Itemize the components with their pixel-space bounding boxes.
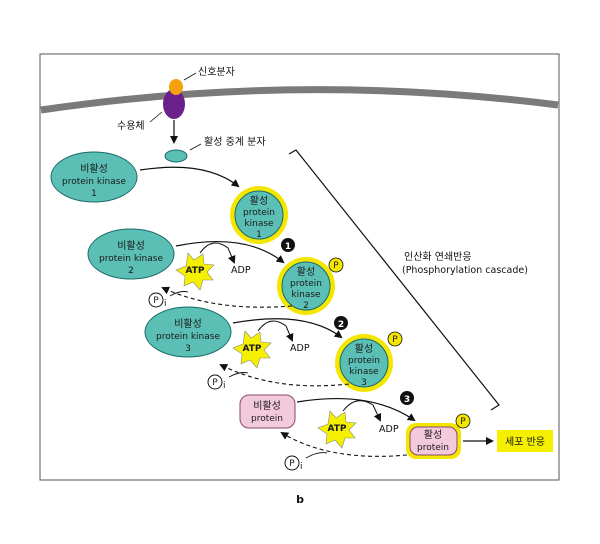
signal-label-leader — [183, 72, 197, 81]
phosphate-tag-protein-label: P — [460, 417, 466, 427]
active-pk3-line4: 3 — [361, 378, 367, 388]
inactive-pk2-line2: protein kinase — [99, 254, 163, 264]
pi-badge-2 — [207, 374, 223, 390]
step-1-badge — [281, 238, 295, 252]
active-pk1-line2: protein — [243, 208, 275, 218]
active-pk2-line2: protein — [290, 279, 322, 289]
adp-label-3: ADP — [379, 424, 399, 435]
activation-arrow-2 — [175, 241, 285, 264]
cascade-title-en: (Phosphorylation cascade) — [402, 265, 528, 276]
inactive-pk2-line1: 비활성 — [117, 239, 145, 252]
inactive-pk3-line1: 비활성 — [174, 317, 202, 330]
receptor-label-leader — [149, 111, 163, 123]
inactive-protein-kinase-1 — [50, 151, 138, 203]
active-pk1-line4: 1 — [256, 230, 262, 240]
pi-badge-3 — [284, 455, 300, 471]
step-3-number: 3 — [404, 395, 410, 405]
inactive-pk1-line2: protein kinase — [62, 177, 126, 187]
inactive-protein-kinase-3 — [144, 306, 232, 358]
atp-burst-2 — [232, 330, 272, 369]
receptor — [163, 89, 185, 119]
inactive-pk3-line3: 3 — [185, 344, 191, 354]
active-pk2-line3: kinase — [291, 290, 321, 300]
inactive-protein-line1: 비활성 — [253, 399, 281, 412]
atp-burst-3 — [317, 410, 357, 449]
panel-label: b — [296, 493, 304, 506]
active-relay-molecule — [164, 149, 188, 163]
inactive-pk3-line2: protein kinase — [156, 332, 220, 342]
active-relay-label: 활성 중계 분자 — [204, 135, 266, 148]
active-protein-line2: protein — [417, 443, 449, 453]
active-protein — [409, 426, 458, 456]
activation-arrow-1 — [139, 166, 240, 188]
atp-label-2: ATP — [242, 344, 261, 354]
adp-label-2: ADP — [290, 343, 310, 354]
cascade-bracket — [288, 149, 500, 411]
cascade-title-ko: 인산화 연쇄반응 — [404, 251, 472, 263]
pi-label-1: P — [153, 296, 159, 306]
cell-membrane — [40, 86, 559, 114]
signal-molecule — [169, 79, 183, 95]
phosphate-tag-pk3-label: P — [392, 335, 398, 345]
phosphate-tag-pk2 — [328, 257, 344, 273]
atp-burst-1 — [175, 252, 215, 291]
step-3-badge — [400, 391, 414, 405]
inactive-protein-line2: protein — [251, 414, 283, 424]
atp-label-1: ATP — [185, 266, 204, 276]
pi-badge-1 — [148, 292, 164, 308]
inactive-protein-kinase-2 — [87, 228, 175, 280]
inactive-pk1-line1: 비활성 — [80, 162, 108, 175]
active-protein-kinase-3 — [339, 338, 389, 388]
atp-label-3: ATP — [327, 424, 346, 434]
phosphate-tag-pk3 — [387, 331, 403, 347]
step-2-badge — [334, 316, 348, 330]
active-pk3-line1: 활성 — [355, 342, 373, 355]
pi-sub-3: i — [300, 462, 303, 472]
inactive-protein — [239, 394, 296, 429]
pi-release-curve-3 — [305, 452, 328, 459]
atp-to-adp-arrow-2 — [257, 320, 294, 342]
active-pk1-line3: kinase — [244, 219, 274, 229]
active-pk2-line4: 2 — [303, 301, 309, 311]
inactive-pk1-line3: 1 — [91, 189, 97, 199]
active-protein-line1: 활성 — [424, 428, 442, 441]
active-protein-kinase-2 — [281, 261, 331, 311]
dephosphorylation-arrow-3 — [280, 431, 408, 457]
receptor-label: 수용체 — [117, 120, 145, 132]
active-protein-kinase-1 — [234, 190, 284, 240]
pi-sub-2: i — [223, 381, 226, 391]
dephosphorylation-arrow-2 — [219, 364, 350, 387]
phosphate-tag-protein — [455, 413, 471, 429]
activation-arrow-3 — [232, 318, 343, 339]
cell-response-label: 세포 반응 — [505, 436, 545, 448]
dephosphorylation-arrow-1 — [161, 286, 293, 308]
step-1-number: 1 — [285, 242, 291, 252]
cell-response-box — [497, 430, 553, 452]
pi-sub-1: i — [164, 299, 167, 309]
active-pk1-line1: 활성 — [250, 194, 268, 207]
pi-label-3: P — [289, 459, 295, 469]
active-pk2-line1: 활성 — [297, 265, 315, 278]
adp-label-1: ADP — [231, 265, 251, 276]
phosphate-tag-pk2-label: P — [333, 261, 339, 271]
active-pk3-line3: kinase — [349, 367, 379, 377]
atp-to-adp-arrow-3 — [342, 400, 382, 422]
relay-label-leader — [189, 143, 202, 151]
signal-molecule-label: 신호분자 — [198, 66, 235, 78]
step-2-number: 2 — [338, 320, 344, 330]
pi-label-2: P — [212, 378, 218, 388]
inactive-pk2-line3: 2 — [128, 266, 134, 276]
active-pk3-line2: protein — [348, 356, 380, 366]
pi-release-curve-1 — [169, 291, 189, 297]
pi-release-curve-2 — [228, 372, 249, 378]
atp-to-adp-arrow-1 — [199, 242, 236, 264]
